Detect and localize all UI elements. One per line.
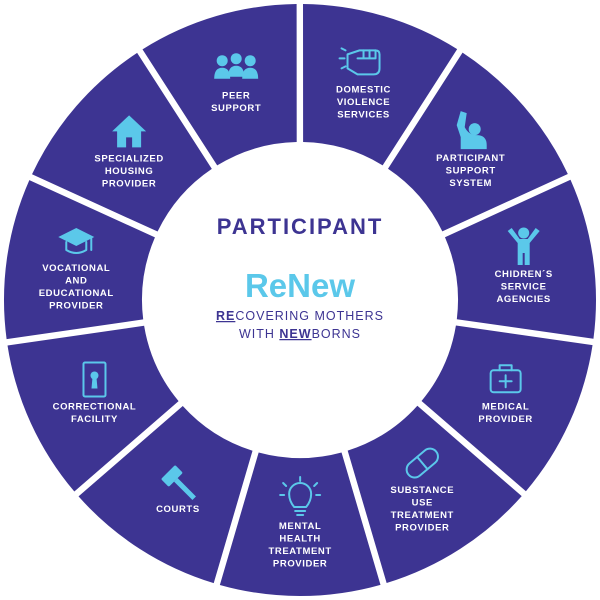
segment-label-line: PROVIDER <box>102 178 156 189</box>
segment-label-line: PARTICIPANT <box>436 153 505 164</box>
segment-label-line: SUPPORT <box>446 166 496 177</box>
segment-label-line: SUPPORT <box>211 103 261 114</box>
segment-label-line: SYSTEM <box>449 178 492 189</box>
segment-shape <box>347 405 522 584</box>
segment-shape <box>421 325 593 492</box>
segment-label-line: PROVIDER <box>395 523 449 534</box>
house-icon <box>112 115 147 148</box>
segment-label-line: VIOLENCE <box>337 97 390 108</box>
segment-label-line: MENTAL <box>279 521 321 532</box>
tagline-borns: BORNS <box>312 327 361 341</box>
segment-label-line: PEER <box>222 91 250 102</box>
segment-label-line: FACILITY <box>71 414 118 425</box>
renew-logo: ReNew <box>245 267 355 304</box>
segment-shape <box>219 452 381 596</box>
tagline-with: WITH <box>239 327 279 341</box>
tagline-re: RE <box>216 309 235 323</box>
segment-label-line: PROVIDER <box>273 558 327 569</box>
tagline-line-1: RECOVERING MOTHERS <box>216 309 384 323</box>
segment-label-line: SPECIALIZED <box>94 153 163 164</box>
segment-label-line: USE <box>412 498 433 509</box>
segment-label-line: MEDICAL <box>482 401 529 412</box>
segment-label-line: CHIDREN´S <box>495 269 553 280</box>
people-icon <box>214 53 259 79</box>
tagline-covering-mothers: COVERING MOTHERS <box>235 309 384 323</box>
segment-label-line: PROVIDER <box>49 300 103 311</box>
medical-kit-icon <box>489 364 522 394</box>
segment-label-line: EDUCATIONAL <box>39 288 114 299</box>
segment-label-line: SUBSTANCE <box>390 485 454 496</box>
segment-medical-provider: MEDICAL PROVIDER <box>421 325 593 492</box>
tagline-line-2: WITH NEWBORNS <box>239 327 361 341</box>
segment-label: COURTS <box>156 504 200 515</box>
segment-shape <box>142 4 297 166</box>
segment-label-line: DOMESTIC <box>336 84 391 95</box>
segment-label-line: TREATMENT <box>391 510 454 521</box>
segment-label-line: TREATMENT <box>269 546 332 557</box>
segment-courts: COURTS <box>78 405 253 584</box>
tagline-new: NEW <box>279 327 311 341</box>
lightbulb-icon <box>279 475 322 516</box>
segment-label-line: AGENCIES <box>496 294 550 305</box>
raised-hand-icon <box>456 111 487 150</box>
child-icon <box>507 227 540 265</box>
segment-label-line: PROVIDER <box>478 414 532 425</box>
fist-icon <box>338 47 381 76</box>
segment-shape <box>78 405 253 584</box>
segment-label-line: SERVICE <box>501 281 547 292</box>
gavel-icon <box>161 465 196 500</box>
segment-label-line: VOCATIONAL <box>42 263 110 274</box>
segment-label-line: HEALTH <box>279 533 320 544</box>
segment-shape <box>7 325 179 492</box>
keyhole-door-icon <box>82 361 107 398</box>
segment-shape <box>303 4 458 166</box>
segment-label: MEDICAL PROVIDER <box>478 401 532 425</box>
segment-label-line: HOUSING <box>105 166 154 177</box>
segment-label-line: CORRECTIONAL <box>53 402 137 413</box>
graduation-cap-icon <box>58 227 95 254</box>
segment-label-line: AND <box>65 275 87 286</box>
center-title: PARTICIPANT <box>217 214 384 239</box>
segment-label-line: SERVICES <box>337 109 390 120</box>
pill-icon <box>405 447 439 479</box>
segment-shape <box>4 180 155 340</box>
segment-label-line: COURTS <box>156 504 200 515</box>
center-hub: PARTICIPANT ReNew RECOVERING MOTHERS WIT… <box>216 214 384 341</box>
